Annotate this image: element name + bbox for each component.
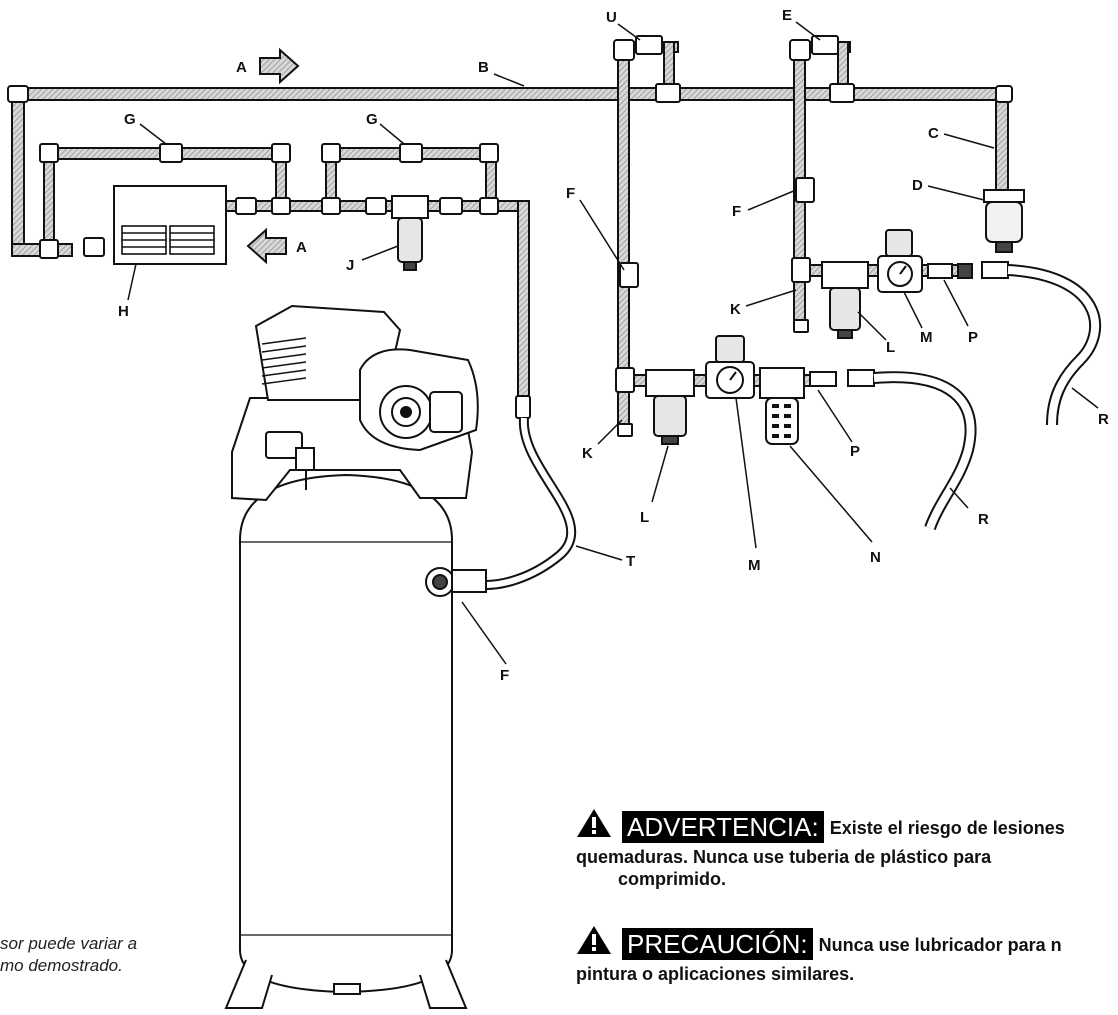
warning-block: ADVERTENCIA:Existe el riesgo de lesiones… [576,808,1065,890]
filter-j [391,195,429,271]
label-d: D [912,177,923,194]
hoses [485,264,1101,590]
model-note: sor puede variar a mo demostrado. [0,933,137,977]
label-e: E [782,7,792,24]
caution-badge: PRECAUCIÓN: [622,928,813,961]
warning-text-2: quemaduras. Nunca use tuberia de plástic… [576,847,992,868]
label-a-side: A [296,239,307,256]
label-m-upper: M [920,329,933,346]
aftercooler-unit [113,185,227,265]
label-g-left: G [124,111,136,128]
frl-lower [645,335,875,445]
label-f-mid: F [732,203,741,220]
warning-badge: ADVERTENCIA: [622,811,824,844]
label-r-upper: R [1098,411,1109,428]
caution-triangle-icon [577,926,611,954]
caution-text-1: Nunca use lubricador para n [818,935,1062,955]
label-g-right: G [366,111,378,128]
flow-arrow-icon [246,47,300,265]
label-p-upper: P [968,329,978,346]
callout-leaders [127,21,1099,665]
label-m-lower: M [748,557,761,574]
caution-block: PRECAUCIÓN:Nunca use lubricador para n p… [576,925,1062,986]
label-n: N [870,549,881,566]
warning-text-3: comprimido. [618,868,727,889]
label-b: B [478,59,489,76]
label-a-top: A [236,59,247,76]
caution-text-2: pintura o aplicaciones similares. [576,964,855,985]
label-p-lower: P [850,443,860,460]
label-h: H [118,303,129,320]
compressor [224,304,487,1009]
callout-labels: A B U E C D G G F F A J H K L M P R K P … [118,7,1109,684]
frl-upper [821,229,1009,339]
label-k-upper: K [730,301,741,318]
main-air-line [11,87,1008,101]
pipe-fittings [7,35,1013,437]
label-t: T [626,553,635,570]
label-f-tank: F [500,667,509,684]
label-c: C [928,125,939,142]
model-note-line-2: mo demostrado. [0,956,123,976]
warning-triangle-icon [577,809,611,837]
separator-d [983,189,1025,253]
label-j: J [346,257,354,274]
label-l-upper: L [886,339,895,356]
label-u: U [606,9,617,26]
warning-line-1: ADVERTENCIA:Existe el riesgo de lesiones [576,808,1065,844]
caution-line-1: PRECAUCIÓN:Nunca use lubricador para n [576,925,1062,961]
label-k-lower: K [582,445,593,462]
label-l-lower: L [640,509,649,526]
model-note-line-1: sor puede variar a [0,934,138,953]
label-r-lower: R [978,511,989,528]
label-f-upper: F [566,185,575,202]
warning-text-1: Existe el riesgo de lesiones [829,818,1065,838]
